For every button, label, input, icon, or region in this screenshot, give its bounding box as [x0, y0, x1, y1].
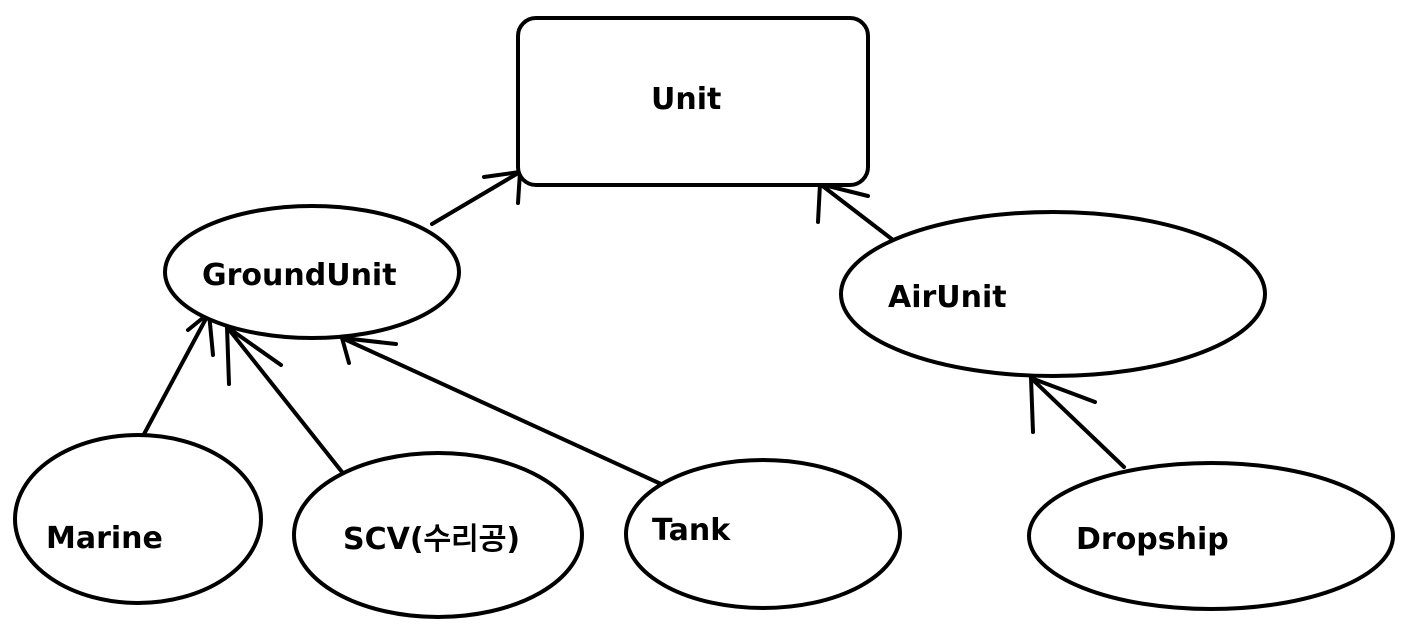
- node-dropship: Dropship: [1027, 461, 1395, 611]
- node-scv: SCV(수리공): [292, 451, 584, 619]
- dropship-label: Dropship: [1076, 522, 1229, 557]
- unit-box: [516, 16, 870, 187]
- scv-ellipse: [292, 451, 584, 619]
- tank-label: Tank: [652, 513, 731, 548]
- node-unit: Unit: [516, 16, 870, 187]
- edge-dropship-to-airunit: [1028, 375, 1126, 469]
- marine-label: Marine: [46, 521, 163, 556]
- dropship-ellipse: [1027, 461, 1395, 611]
- marine-ellipse: [13, 433, 263, 605]
- groundunit-label: GroundUnit: [202, 258, 397, 293]
- node-groundunit: GroundUnit: [163, 204, 461, 340]
- node-marine: Marine: [13, 433, 263, 605]
- edge-marine-to-groundunit: [141, 309, 215, 438]
- tank-ellipse: [624, 458, 902, 610]
- node-tank: Tank: [624, 458, 902, 610]
- airunit-ellipse: [839, 210, 1267, 378]
- groundunit-ellipse: [163, 204, 461, 340]
- unit-label: Unit: [651, 82, 721, 117]
- edge-groundunit-to-unit: [430, 169, 523, 226]
- edge-airunit-to-unit: [816, 181, 895, 242]
- edge-scv-to-groundunit: [224, 323, 344, 474]
- node-airunit: AirUnit: [839, 210, 1267, 378]
- airunit-label: AirUnit: [888, 280, 1007, 315]
- scv-label: SCV(수리공): [343, 522, 520, 557]
